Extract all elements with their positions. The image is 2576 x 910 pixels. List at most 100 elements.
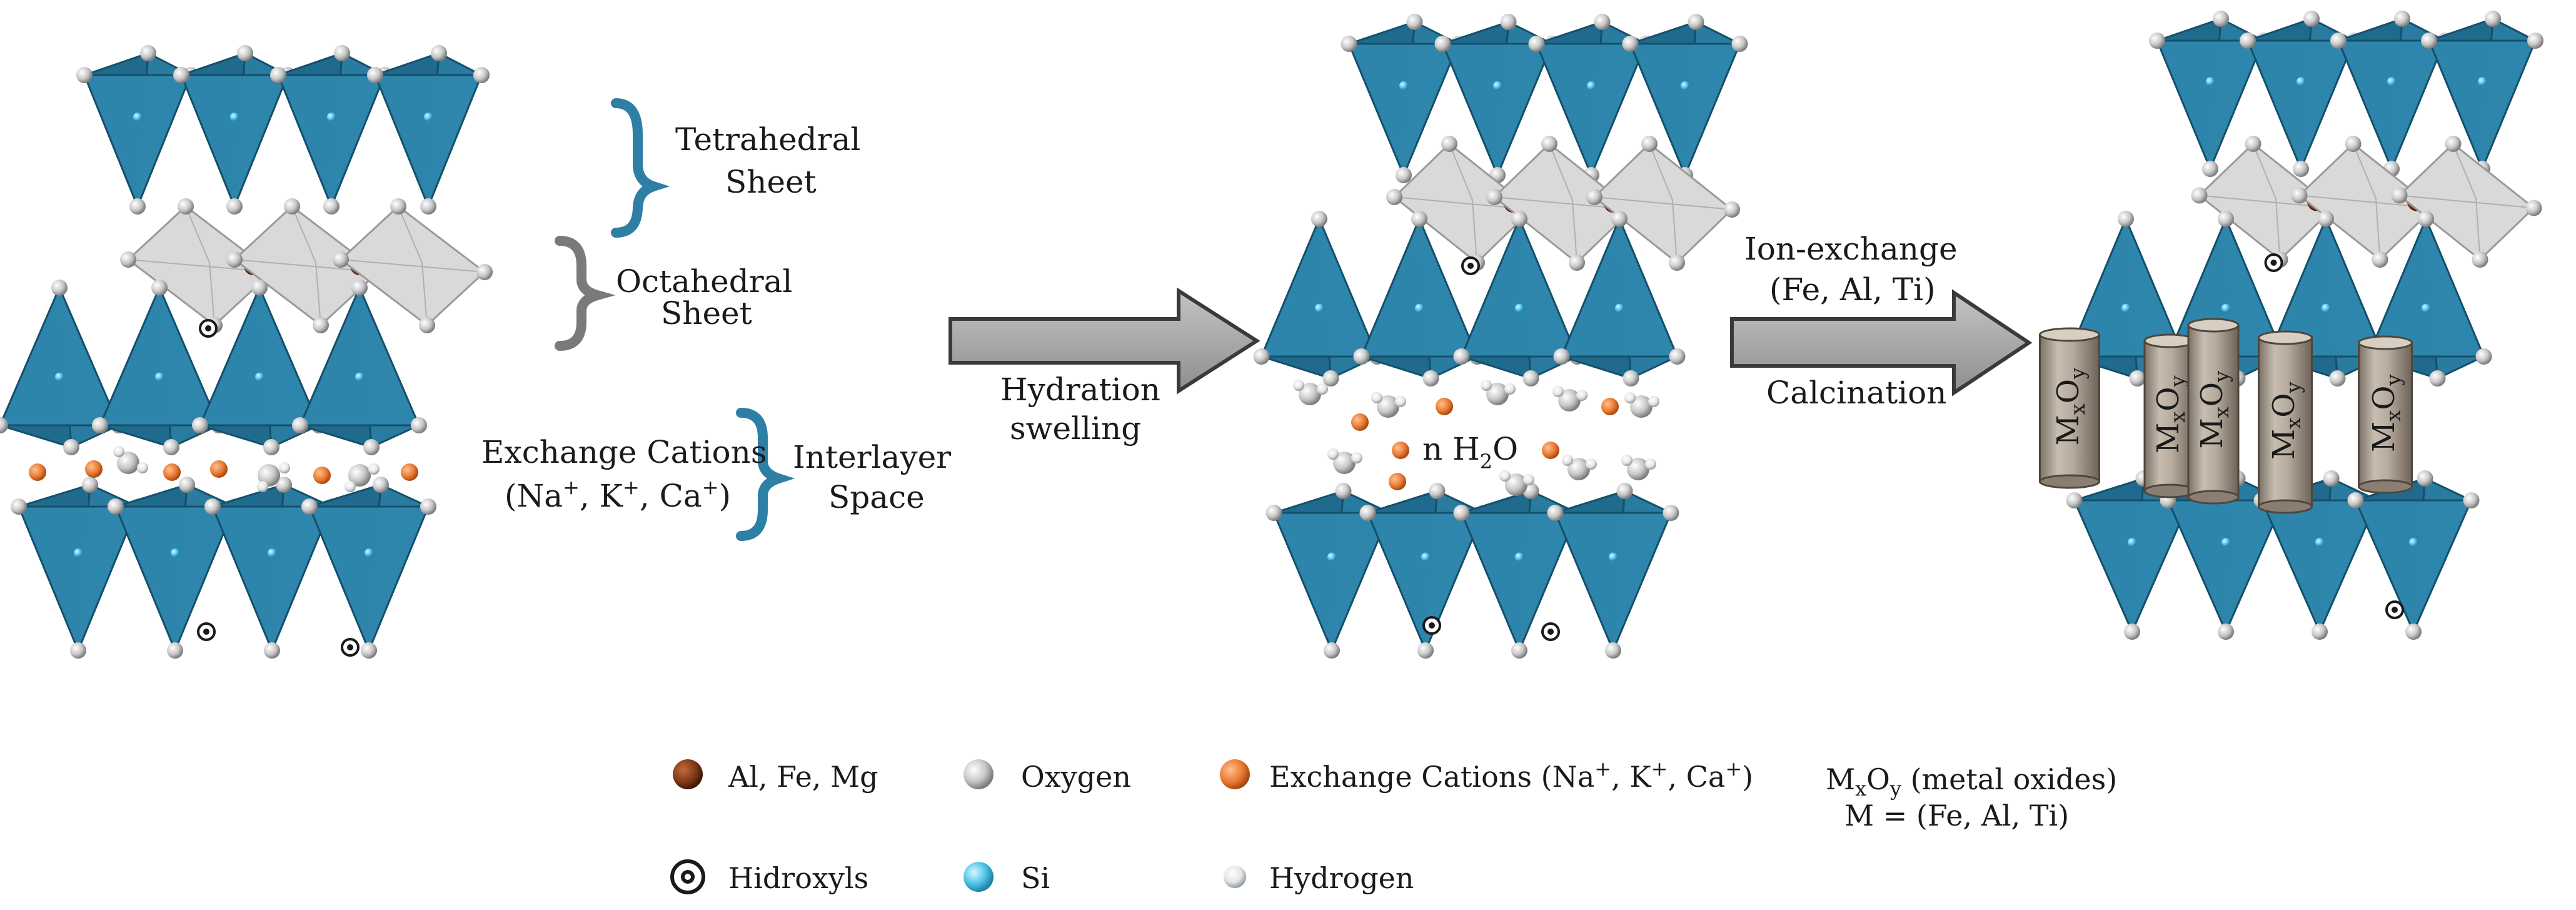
si-atom: [74, 549, 83, 557]
si-atom: [255, 372, 264, 382]
oxygen-atom: [1731, 36, 1748, 52]
water-molecule: [1562, 455, 1597, 480]
si-tetrahedron: [108, 477, 243, 659]
oxygen-atom: [2463, 492, 2480, 508]
oxygen-atom: [1406, 14, 1423, 30]
oxygen-atom: [1417, 642, 1434, 659]
si-atom: [2322, 303, 2330, 313]
si-atom: [1515, 303, 1524, 313]
calcination-label: Calcination: [1766, 375, 1946, 411]
tetrahedral-sheet-middle: [1253, 211, 1686, 387]
si-tetrahedron: [2330, 11, 2453, 177]
oxygen-atom: [1669, 255, 1685, 271]
si-tetrahedron: [11, 477, 146, 659]
si-tetrahedron: [1265, 483, 1398, 659]
oxygen-atom: [92, 417, 108, 433]
interlayer-cations: [29, 446, 418, 492]
hidroxyl-swatch: [670, 859, 705, 894]
oxygen-atom: [1386, 189, 1402, 205]
hydroxyl-group: [2385, 600, 2404, 619]
interlayer-label-line2: Space: [828, 479, 925, 515]
exchange-cations-formula: (Na+, K+, Ca+): [505, 475, 731, 514]
oxygen-atom: [140, 45, 156, 61]
si-tetrahedron: [173, 45, 296, 215]
oxygen-atom: [2218, 211, 2234, 227]
oxygen-atom: [1429, 483, 1446, 499]
oxygen-atom: [419, 317, 435, 333]
oxygen-atom: [173, 67, 189, 83]
oxygen-atom: [2124, 624, 2140, 640]
pillar-label: MxOy: [2367, 374, 2405, 452]
oxygen-atom: [1311, 211, 1327, 227]
tetrahedral-sheet-top: [1341, 14, 1748, 183]
oxygen-atom: [226, 251, 243, 268]
si-tetrahedron: [2253, 470, 2386, 640]
oxygen-atom: [120, 251, 136, 268]
mxoy-pillar: MxOy: [2187, 318, 2240, 505]
oxygen-atom: [292, 417, 308, 433]
hydrogen-swatch: [1224, 866, 1246, 888]
oxygen-atom: [237, 45, 253, 61]
si-atom: [424, 113, 433, 121]
tetrahedral-sheet-top: [76, 45, 490, 215]
oxygen-atom: [1253, 348, 1270, 365]
tetrahedral-brace: [611, 98, 670, 238]
oxygen-atom: [1422, 370, 1439, 387]
oxygen-atom: [11, 498, 27, 515]
hydroxyl-group: [197, 622, 216, 641]
oxygen-atom: [420, 198, 436, 215]
oxygen-atom: [178, 198, 194, 215]
oxygen-atom: [2372, 251, 2388, 268]
oxygen-atom: [2527, 33, 2543, 49]
oxygen-atom: [1411, 211, 1427, 227]
oxygen-atom: [2118, 211, 2134, 227]
interlayer-water: [1293, 380, 1659, 496]
oxygen-atom: [1324, 642, 1340, 659]
oxygen-atom: [2394, 11, 2410, 27]
oxygen-atom: [2330, 33, 2347, 49]
oxygen-atom: [1453, 348, 1470, 365]
si-tetrahedron: [1547, 483, 1679, 659]
oxygen-atom: [270, 67, 286, 83]
si-atom: [2121, 303, 2130, 313]
si-atom: [2478, 77, 2487, 86]
si-atom: [365, 549, 373, 557]
oxygen-atom: [431, 45, 447, 61]
si-atom: [355, 372, 364, 382]
water-molecule: [1621, 455, 1656, 480]
exchange-cation-swatch: [1220, 759, 1250, 789]
si-atom: [1681, 81, 1689, 90]
oxygen-atom: [108, 498, 124, 515]
tetrahedral-sheet-bottom: [2066, 470, 2480, 640]
oxygen-atom: [2391, 187, 2408, 204]
pillar-label: MxOy: [2051, 368, 2090, 446]
si-tetrahedron: [1353, 211, 1486, 387]
oxygen-atom: [361, 642, 377, 659]
water-label: n H2O: [1422, 431, 1518, 473]
water-molecule: [1624, 392, 1659, 418]
oxygen-atom: [2291, 187, 2308, 204]
water-molecule: [1371, 392, 1406, 418]
oxygen-atom: [2245, 136, 2262, 152]
octahedron: [2391, 136, 2542, 268]
oxygen-atom: [1453, 505, 1470, 521]
oxygen-atom: [0, 417, 8, 433]
oxygen-atom: [390, 198, 406, 215]
oxygen-atom: [1511, 211, 1527, 227]
oxygen-atom: [334, 45, 350, 61]
oxygen-atom: [323, 198, 340, 215]
si-tetrahedron: [1253, 211, 1386, 387]
clay-structure-pillared: [2060, 11, 2543, 640]
legend-mxoy: MxOy (metal oxides): [1826, 762, 2117, 801]
oxygen-atom: [1335, 483, 1352, 499]
oxygen-atom: [1724, 201, 1740, 218]
oxygen-atom: [1586, 189, 1602, 205]
oxygen-atom: [1669, 348, 1686, 365]
legend-exchange-cations: Exchange Cations (Na+, K+, Ca+): [1269, 757, 1753, 794]
oxygen-atom: [1663, 505, 1679, 521]
oxygen-atom: [1359, 505, 1376, 521]
octahedral-brace: [555, 236, 616, 351]
oxygen-atom: [1611, 211, 1628, 227]
pillar-label: MxOy: [2195, 371, 2233, 449]
si-atom: [2221, 303, 2230, 313]
